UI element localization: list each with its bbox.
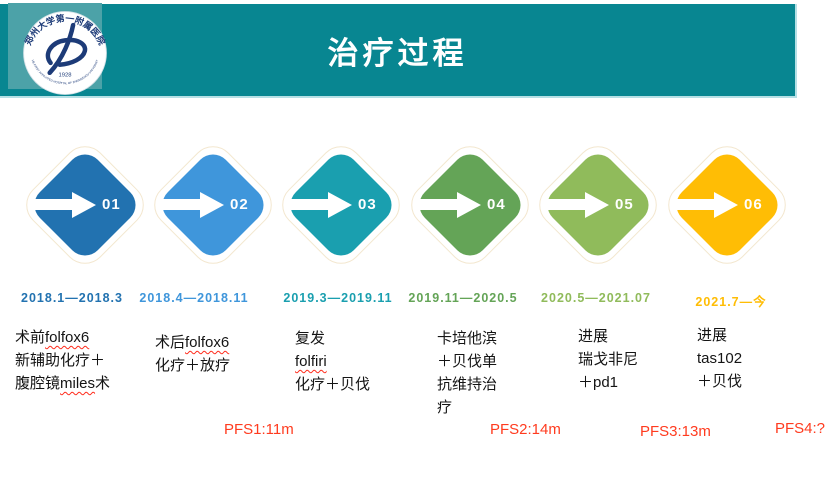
arrow-head-icon (200, 192, 224, 218)
arrow-right-icon (543, 199, 585, 210)
step-number: 02 (230, 196, 249, 213)
description-line: 瑞戈非尼 (578, 351, 639, 368)
treatment-step: 05 (530, 137, 666, 273)
step-number: 03 (358, 196, 377, 213)
step-date: 2020.5—2021.07 (541, 291, 651, 305)
description-line: 进展 (697, 327, 728, 344)
pfs-label: PFS1:11m (224, 421, 294, 438)
slide-title: 治疗过程 (327, 35, 468, 71)
step-date: 2018.1—2018.3 (21, 291, 123, 305)
step-date: 2018.4—2018.11 (139, 291, 249, 305)
arrow-head-icon (714, 192, 738, 218)
logo-year: 1928 (58, 72, 71, 78)
arrow-right-icon (30, 199, 72, 210)
step-date: 2019.3—2019.11 (283, 291, 393, 305)
step-description: 术前folfox6 新辅助化疗＋ 腹腔镜miles术 (15, 326, 110, 395)
description-line: 卡培他滨 (437, 330, 498, 347)
description-line: tas102 (697, 350, 743, 367)
description-line: folfiri (295, 353, 327, 370)
description-line: 复发 (295, 330, 326, 347)
step-description: 复发 folfiri 化疗＋贝伐 (295, 327, 370, 396)
arrow-head-icon (72, 192, 96, 218)
description-line: 化疗＋贝伐 (295, 376, 371, 393)
treatment-step: 02 (145, 137, 281, 273)
description-line: ＋贝伐 (697, 373, 743, 390)
step-description: 进展 tas102 ＋贝伐 (697, 324, 742, 393)
description-line: 新辅助化疗＋ (15, 352, 106, 369)
arrow-head-icon (457, 192, 481, 218)
pfs-label: PFS4:? (775, 420, 826, 437)
logo-emblem (45, 22, 88, 76)
description-line: 术后folfox6 (155, 334, 230, 351)
description-line: 腹腔镜miles术 (15, 375, 111, 392)
arrow-right-icon (286, 199, 328, 210)
hospital-logo: 郑州大学第一附属医院 THE FIRST AFFILIATED HOSPITAL… (8, 3, 108, 95)
description-line: 进展 (578, 328, 609, 345)
description-line: 疗 (437, 399, 453, 416)
description-line: 术前folfox6 (15, 329, 90, 346)
step-number: 05 (615, 196, 634, 213)
pfs-label: PFS2:14m (490, 421, 561, 438)
step-number: 06 (744, 196, 763, 213)
step-date: 2019.11—2020.5 (408, 291, 518, 305)
step-description: 进展瑞戈非尼 ＋pd1 (578, 325, 638, 394)
treatment-step: 03 (273, 137, 409, 273)
arrow-right-icon (672, 199, 714, 210)
header-banner: 治疗过程 (0, 4, 797, 98)
arrow-right-icon (158, 199, 200, 210)
arrow-head-icon (585, 192, 609, 218)
treatment-step: 04 (402, 137, 538, 273)
step-date: 2021.7—今 (695, 295, 767, 309)
arrow-head-icon (328, 192, 352, 218)
description-line: ＋pd1 (578, 374, 619, 391)
description-line: 抗维持治 (437, 376, 498, 393)
treatment-step: 01 (17, 137, 153, 273)
step-number: 04 (487, 196, 506, 213)
step-number: 01 (102, 196, 121, 213)
treatment-step: 06 (659, 137, 795, 273)
step-description: 卡培他滨 ＋贝伐单抗维持治疗 (437, 327, 497, 419)
arrow-right-icon (415, 199, 457, 210)
description-line: ＋贝伐单 (437, 353, 498, 370)
pfs-label: PFS3:13m (640, 423, 711, 440)
description-line: 化疗＋放疗 (155, 357, 231, 374)
step-description: 术后folfox6 化疗＋放疗 (155, 331, 230, 377)
hospital-logo-svg: 郑州大学第一附属医院 THE FIRST AFFILIATED HOSPITAL… (20, 8, 108, 95)
